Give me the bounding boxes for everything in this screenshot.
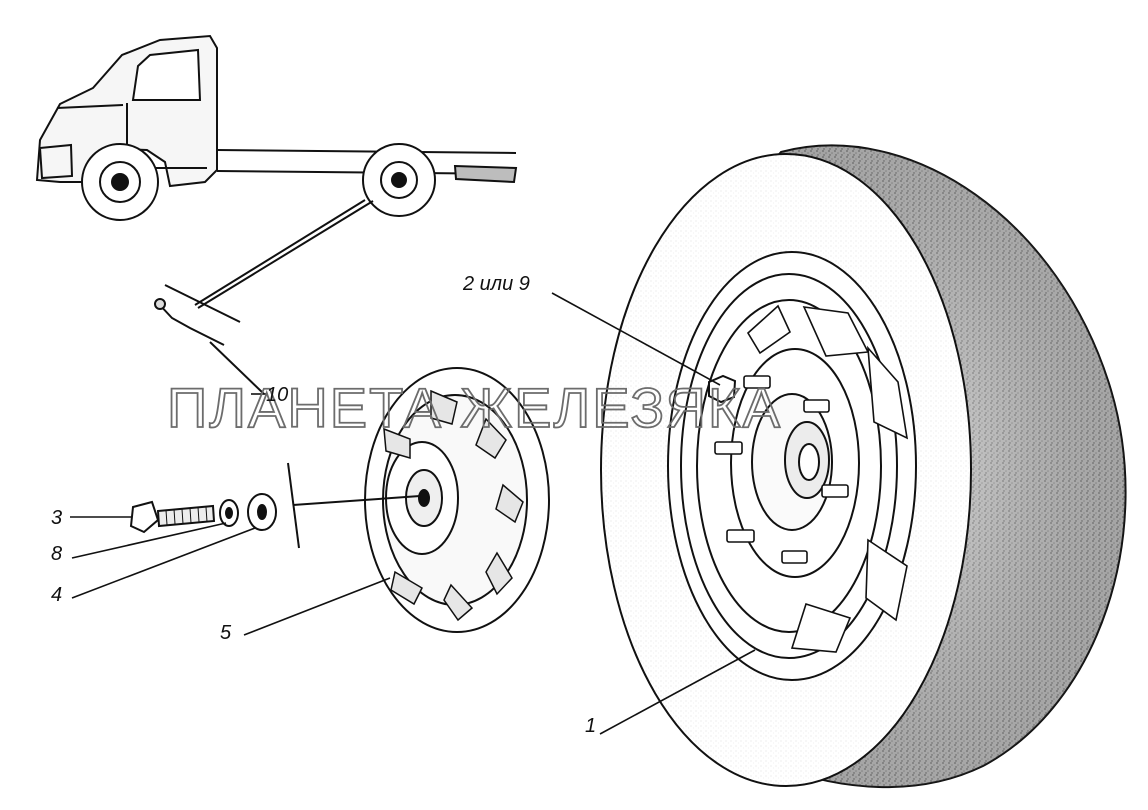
truck-hood-line — [56, 104, 124, 109]
wheel-stud-4 — [781, 550, 808, 564]
wheel-stud-1 — [743, 375, 771, 389]
truck-grille — [38, 143, 74, 180]
wheel-studs — [714, 375, 849, 564]
rear-wheel-leader — [194, 199, 366, 306]
bolt-thread — [156, 504, 216, 528]
bolt-thread-ticks — [165, 506, 208, 526]
truck-mudguard — [453, 164, 518, 184]
bracket-plane-line — [164, 284, 241, 323]
leader-8 — [71, 522, 227, 559]
leader-5 — [243, 577, 391, 636]
bracket-end-icon — [154, 298, 166, 310]
hubcap-assembly — [364, 367, 550, 633]
wheel-assembly — [600, 144, 1127, 789]
rear-wheel-rim-icon — [380, 161, 418, 199]
label-10: 10 — [266, 384, 288, 406]
assembly-section-line — [287, 462, 300, 549]
leader-2-or-9 — [551, 292, 721, 386]
fasteners — [129, 462, 421, 549]
bracket-part — [157, 302, 225, 346]
label-2-or-9: 2 или 9 — [462, 273, 530, 295]
flat-washer-hole — [257, 504, 267, 520]
callout-leaders — [70, 292, 756, 735]
rear-wheel-leader-2 — [197, 200, 374, 309]
leader-1 — [599, 649, 756, 735]
leader-4 — [71, 527, 256, 599]
wheel-stud-5 — [726, 529, 755, 543]
spring-washer-hole — [225, 507, 233, 519]
assembly-axis-line — [292, 495, 421, 506]
hubcap-bolt-hole — [418, 489, 430, 507]
rim-windows — [746, 304, 909, 653]
front-wheel-rim-icon — [99, 161, 141, 203]
label-8: 8 — [51, 543, 62, 565]
truck-illustration — [35, 34, 518, 309]
label-4: 4 — [51, 584, 62, 606]
rear-wheel-hub-icon — [391, 172, 407, 188]
wheel-stud-3 — [821, 484, 849, 498]
bracket-detail — [154, 284, 265, 395]
hubcap-slots — [383, 389, 524, 622]
hub-bore — [798, 443, 820, 481]
watermark-text: ПЛАНЕТА ЖЕЛЕЗЯКА — [167, 376, 782, 439]
bolt-head — [129, 500, 160, 534]
label-5: 5 — [220, 622, 232, 644]
label-3: 3 — [51, 507, 62, 529]
truck-window — [131, 48, 202, 101]
bracket-leader — [209, 341, 265, 395]
wheel-stud-6 — [714, 441, 743, 455]
wheel-stud-2 — [803, 399, 830, 413]
front-wheel-hub-icon — [111, 173, 129, 191]
label-1: 1 — [585, 715, 596, 737]
truck-frame-top — [216, 149, 517, 154]
